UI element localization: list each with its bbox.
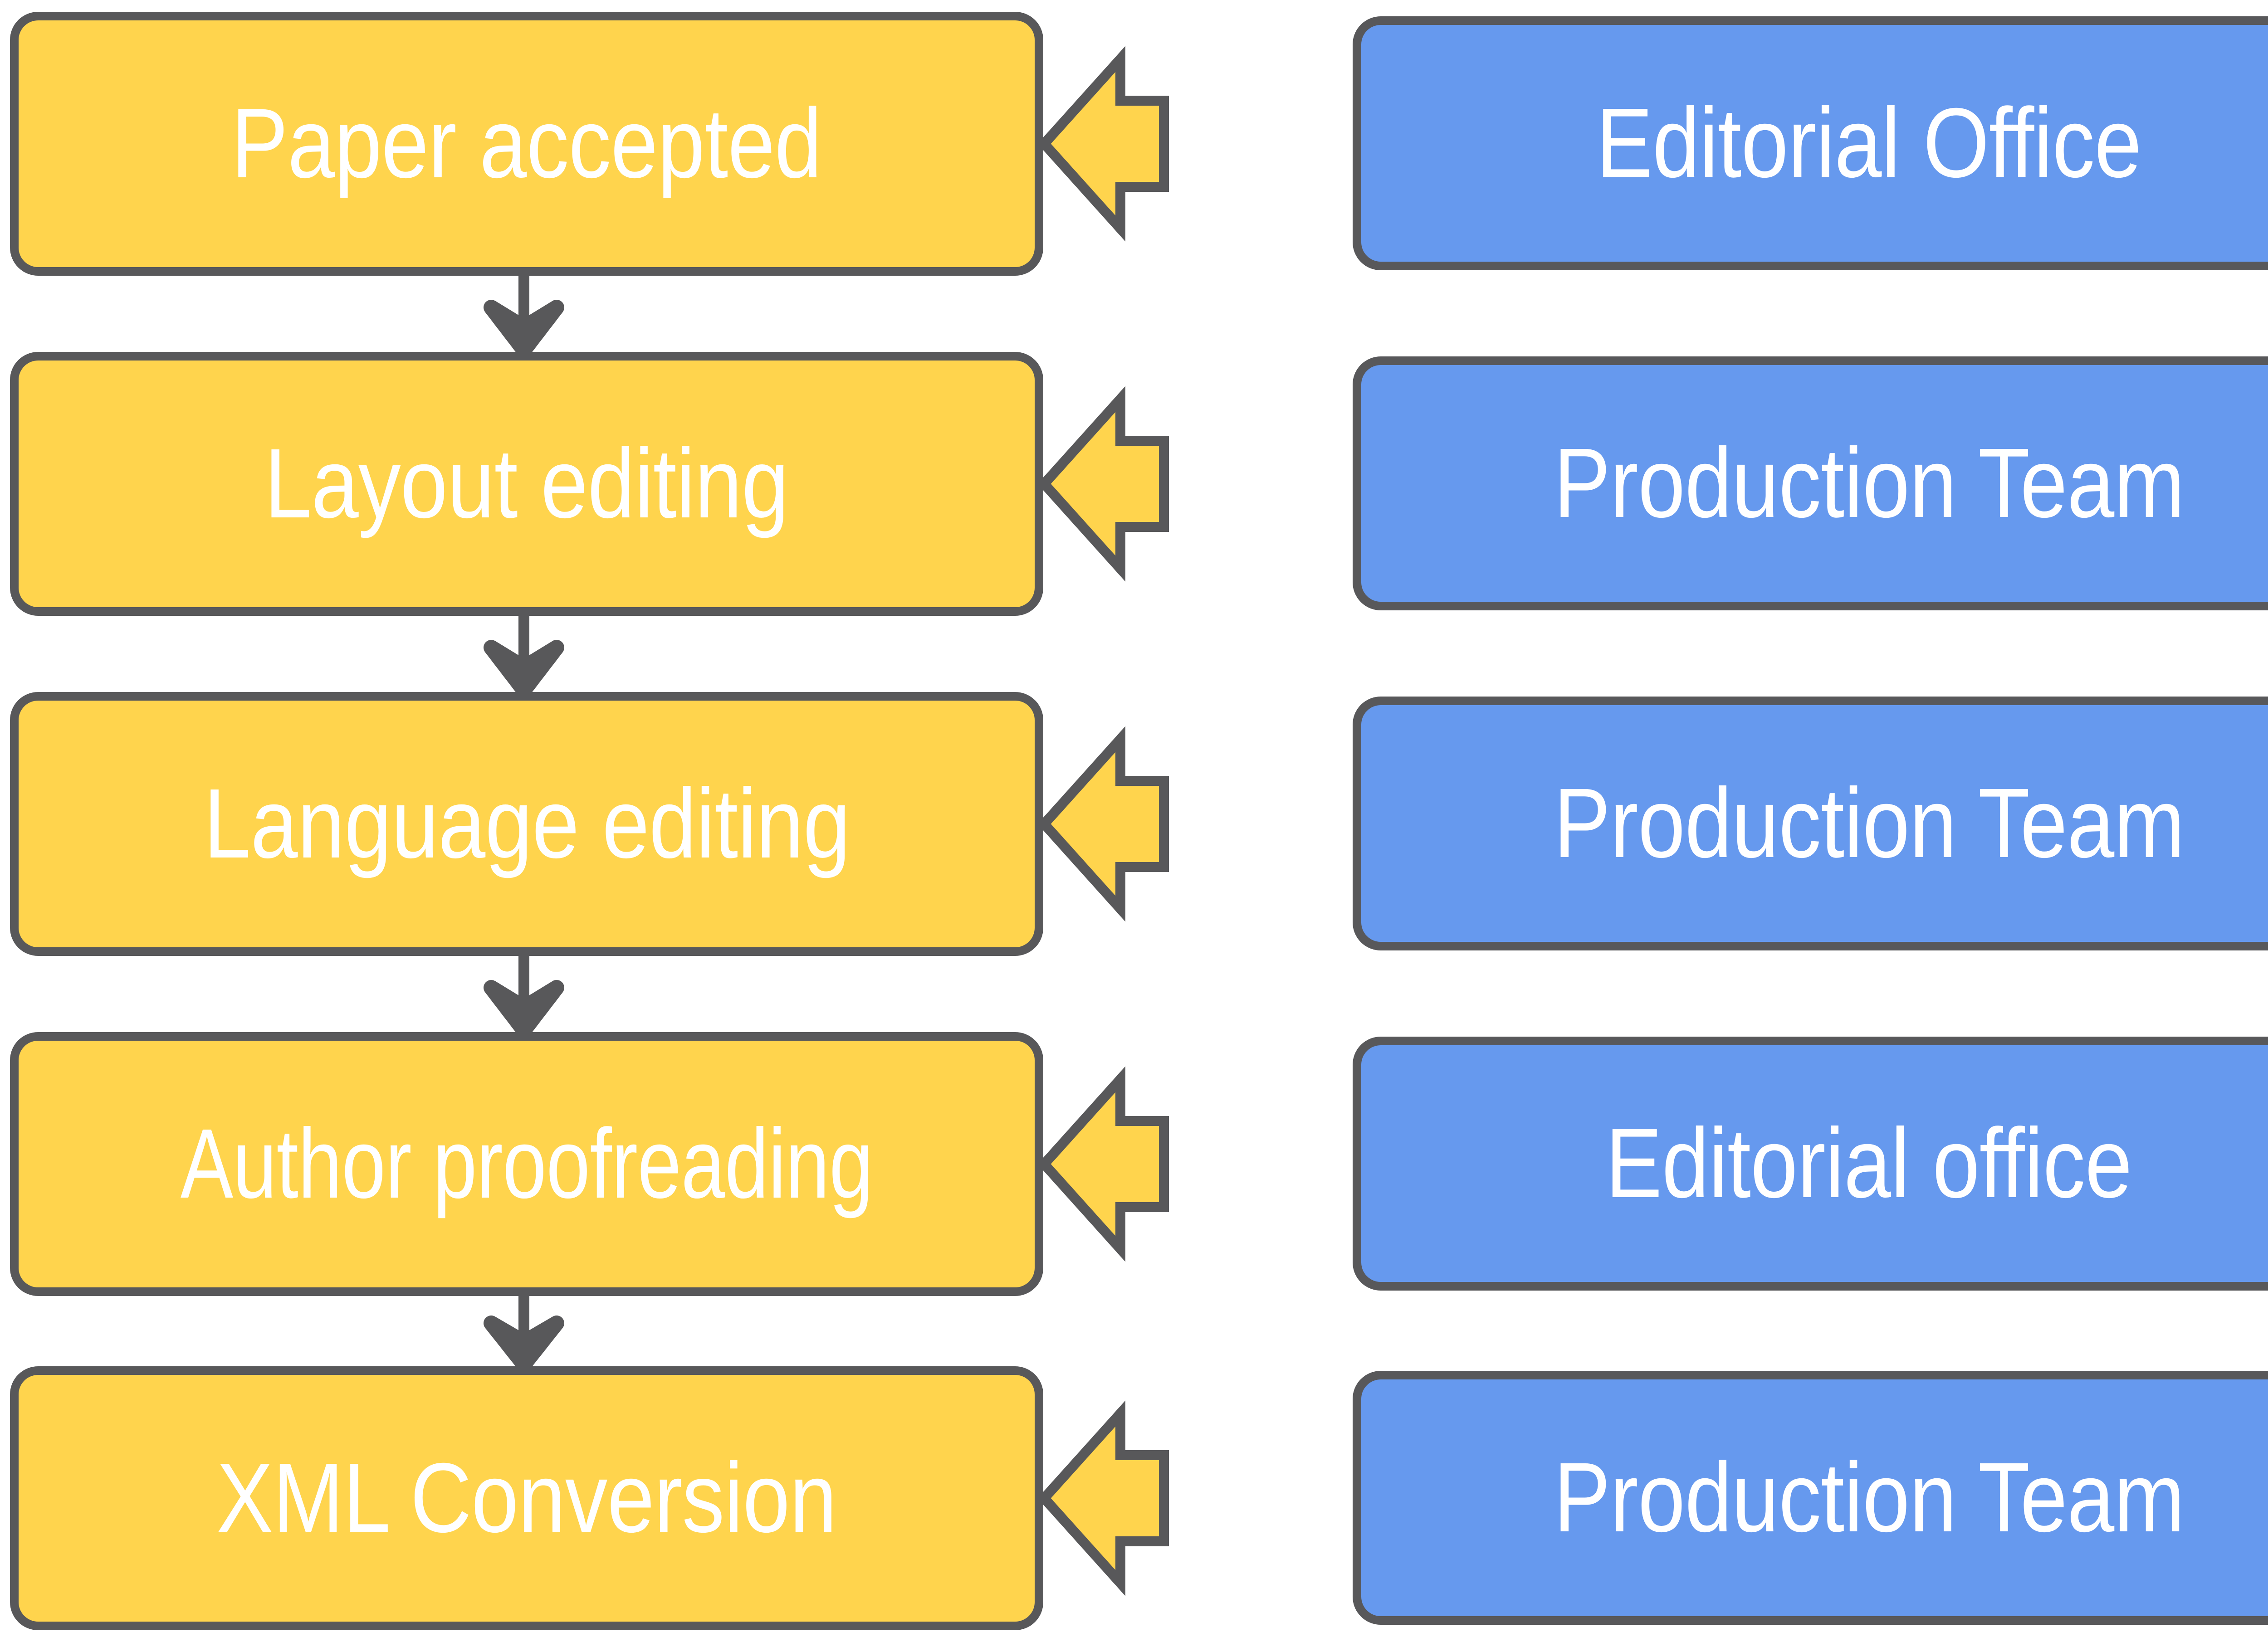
actor-node-5[interactable]: Production Team [1353, 1371, 2268, 1625]
stage-node-2-label: Layout editing [264, 429, 789, 539]
actor-node-3-label: Production Team [1553, 768, 2185, 878]
stage-node-2[interactable]: Layout editing [10, 352, 1043, 616]
stage-node-4-label: Author proofreading [180, 1109, 873, 1219]
actor-node-4-label: Editorial office [1605, 1108, 2132, 1218]
actor-node-2-label: Production Team [1553, 428, 2185, 538]
stage-node-3-label: Language editing [203, 769, 850, 879]
responsibility-arrow-3 [1037, 726, 1169, 922]
actor-node-1-label: Editorial Office [1596, 88, 2142, 198]
actor-node-3[interactable]: Production Team [1353, 697, 2268, 950]
stage-node-4[interactable]: Author proofreading [10, 1032, 1043, 1296]
flow-connector-2-3 [484, 616, 564, 698]
stage-node-1[interactable]: Paper accepted [10, 12, 1043, 276]
flow-connector-3-4 [484, 956, 564, 1038]
flow-connector-1-2 [484, 276, 564, 358]
responsibility-arrow-1 [1037, 46, 1169, 242]
actor-node-5-label: Production Team [1553, 1442, 2185, 1553]
actor-node-1[interactable]: Editorial Office [1353, 16, 2268, 270]
responsibility-arrow-4 [1037, 1066, 1169, 1262]
responsibility-arrow-5 [1037, 1400, 1169, 1596]
actor-node-2[interactable]: Production Team [1353, 356, 2268, 610]
flow-connector-4-5 [484, 1296, 564, 1372]
stage-node-5-label: XML Conversion [216, 1443, 837, 1553]
stage-node-5[interactable]: XML Conversion [10, 1366, 1043, 1630]
stage-node-1-label: Paper accepted [231, 88, 822, 199]
responsibility-arrow-2 [1037, 386, 1169, 582]
stage-node-3[interactable]: Language editing [10, 692, 1043, 956]
actor-node-4[interactable]: Editorial office [1353, 1037, 2268, 1291]
